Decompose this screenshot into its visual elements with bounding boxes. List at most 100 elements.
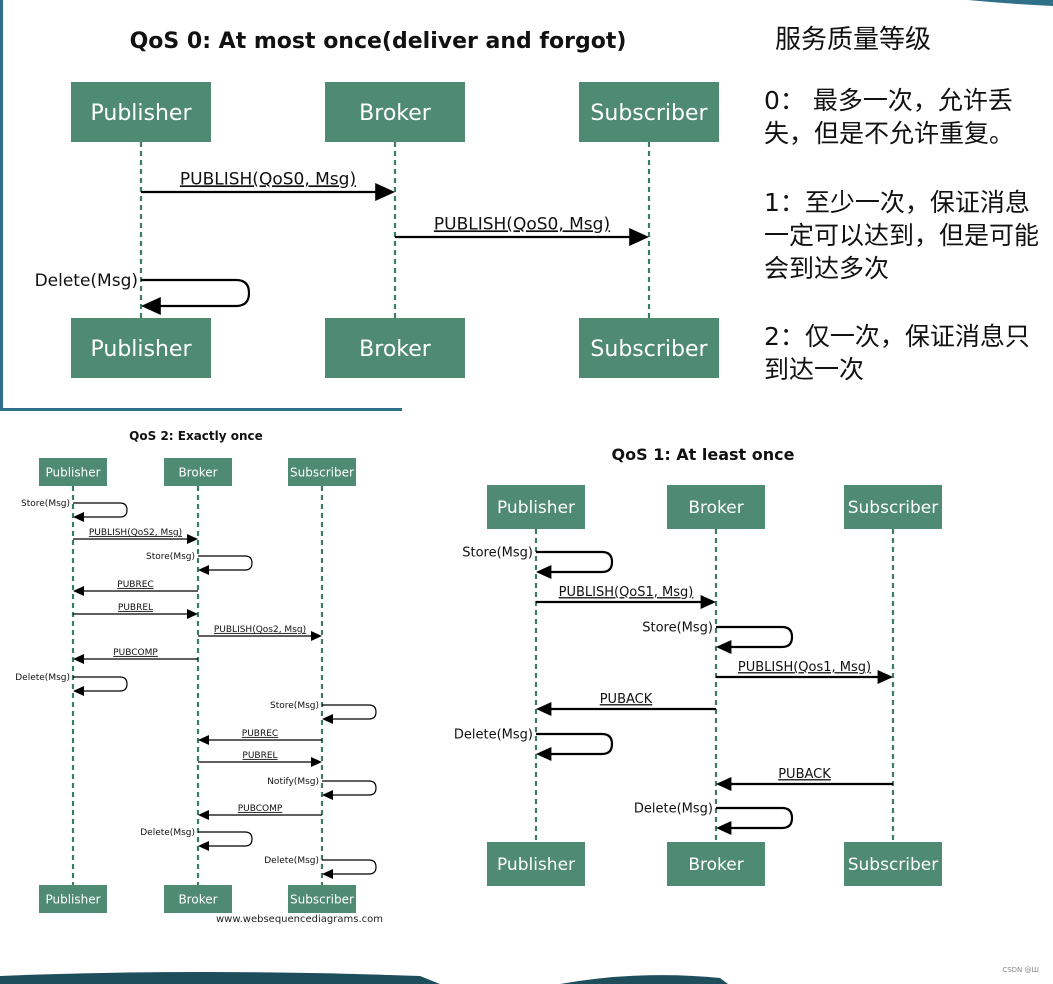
participant-subscriber-bottom-box [844, 842, 942, 886]
message-arrowhead [198, 565, 209, 575]
qos-level-0-note: 0： 最多一次，允许丢失，但是不允许重复。 [764, 86, 1015, 148]
message-arrowhead [311, 631, 322, 641]
participant-subscriber-top-label: Subscriber [290, 465, 354, 479]
message-arrowhead [73, 686, 84, 696]
qos0-diagram: QoS 0: At most once(deliver and forgot) P… [35, 29, 719, 378]
self-message-loop [322, 704, 377, 720]
message-label: PUBREL [118, 603, 153, 613]
self-message-loop [73, 502, 128, 518]
message-label: PUBACK [778, 767, 831, 782]
self-message-label: Notify(Msg) [267, 777, 319, 787]
participant-subscriber-bottom-box [288, 885, 356, 913]
message-arrowhead [536, 702, 552, 716]
message-arrowhead [716, 640, 732, 654]
participant-broker-top-label: Broker [178, 465, 217, 479]
message-label: PUBLISH(Qos2, Msg) [214, 625, 306, 635]
qos2-title: QoS 2: Exactly once [129, 429, 263, 443]
self-message-label: Delete(Msg) [140, 828, 195, 838]
participant-publisher-bottom-box [39, 885, 107, 913]
self-message-label: Delete(Msg) [454, 728, 533, 743]
participant-broker-top-box [325, 82, 465, 142]
message-arrowhead [187, 609, 198, 619]
participant-subscriber-bottom-label: Subscriber [590, 337, 708, 362]
participant-subscriber-top-label: Subscriber [590, 101, 708, 126]
diagram-credit: www.websequencediagrams.com [216, 914, 383, 925]
participant-broker-top-label: Broker [688, 498, 743, 518]
participant-subscriber-top-box [579, 82, 719, 142]
message-label: PUBACK [600, 692, 653, 707]
participant-publisher-bottom-box [487, 842, 585, 886]
participant-publisher-top-label: Publisher [91, 101, 193, 126]
message-arrowhead [700, 595, 716, 609]
qos-level-1-note: 1：至少一次，保证消息一定可以达到，但是可能会到达多次 [764, 188, 1040, 283]
frame-bottom-edge [0, 408, 402, 411]
self-message-loop [198, 831, 253, 847]
participant-subscriber-top-box [288, 458, 356, 486]
participant-publisher-bottom-box [71, 318, 211, 378]
participant-broker-bottom-label: Broker [359, 337, 432, 362]
participant-broker-bottom-box [325, 318, 465, 378]
self-message-label: Store(Msg) [642, 621, 713, 636]
message-arrowhead [322, 869, 333, 879]
participant-broker-bottom-label: Broker [178, 892, 217, 906]
message-arrowhead [322, 790, 333, 800]
self-message-loop [141, 278, 251, 308]
participant-broker-bottom-box [667, 842, 765, 886]
participant-broker-top-box [667, 485, 765, 529]
qos-level-2-note: 2：仅一次，保证消息只到达一次 [764, 322, 1030, 384]
message-arrowhead [198, 810, 209, 820]
self-message-loop [716, 625, 794, 649]
message-label: PUBLISH(QoS0, Msg) [434, 214, 610, 234]
self-message-label: Delete(Msg) [15, 673, 70, 683]
participant-subscriber-top-label: Subscriber [848, 498, 939, 518]
message-arrowhead [536, 747, 552, 761]
message-label: PUBCOMP [113, 648, 158, 658]
self-message-label: Delete(Msg) [634, 802, 713, 817]
self-message-loop [322, 859, 377, 875]
participant-subscriber-bottom-label: Subscriber [290, 892, 354, 906]
participant-publisher-top-box [487, 485, 585, 529]
message-arrowhead [716, 777, 732, 791]
self-message-label: Delete(Msg) [264, 856, 319, 866]
message-arrowhead [141, 297, 161, 315]
self-message-loop [536, 550, 614, 574]
top-decoration [968, 0, 1053, 6]
frame-left-edge [0, 0, 3, 410]
qos2-diagram: QoS 2: Exactly oncePublisherPublisherBro… [15, 429, 377, 913]
participant-broker-top-box [164, 458, 232, 486]
qos1-diagram: QoS 1: At least oncePublisherPublisherBr… [454, 445, 942, 886]
bottom-decoration-left [0, 972, 440, 984]
participant-publisher-bottom-label: Publisher [91, 337, 193, 362]
self-message-loop [73, 676, 128, 692]
message-arrowhead [198, 735, 209, 745]
participant-subscriber-bottom-label: Subscriber [848, 855, 939, 875]
self-message-label: Store(Msg) [462, 546, 533, 561]
participant-publisher-bottom-label: Publisher [45, 892, 100, 906]
self-message-loop [716, 806, 794, 830]
self-message-loop [322, 780, 377, 796]
message-label: PUBLISH(QoS0, Msg) [180, 169, 356, 189]
message-arrowhead [311, 757, 322, 767]
participant-publisher-top-label: Publisher [497, 498, 575, 518]
participant-publisher-bottom-label: Publisher [497, 855, 575, 875]
message-label: PUBREL [242, 751, 277, 761]
message-arrowhead [73, 586, 84, 596]
participant-subscriber-top-box [844, 485, 942, 529]
qos0-title: QoS 0: At most once(deliver and forgot) [130, 29, 627, 54]
participant-publisher-top-box [71, 82, 211, 142]
message-arrowhead [536, 565, 552, 579]
participant-subscriber-bottom-box [579, 318, 719, 378]
self-message-label: Store(Msg) [21, 499, 70, 509]
participant-broker-bottom-box [164, 885, 232, 913]
message-arrowhead [629, 228, 649, 246]
self-message-label: Store(Msg) [146, 552, 195, 562]
message-arrowhead [198, 841, 209, 851]
self-message-label: Store(Msg) [270, 701, 319, 711]
message-label: PUBCOMP [238, 804, 283, 814]
participant-publisher-top-label: Publisher [45, 465, 100, 479]
message-label: PUBREC [242, 729, 278, 739]
message-arrowhead [73, 512, 84, 522]
participant-broker-bottom-label: Broker [688, 855, 743, 875]
message-arrowhead [375, 183, 395, 201]
